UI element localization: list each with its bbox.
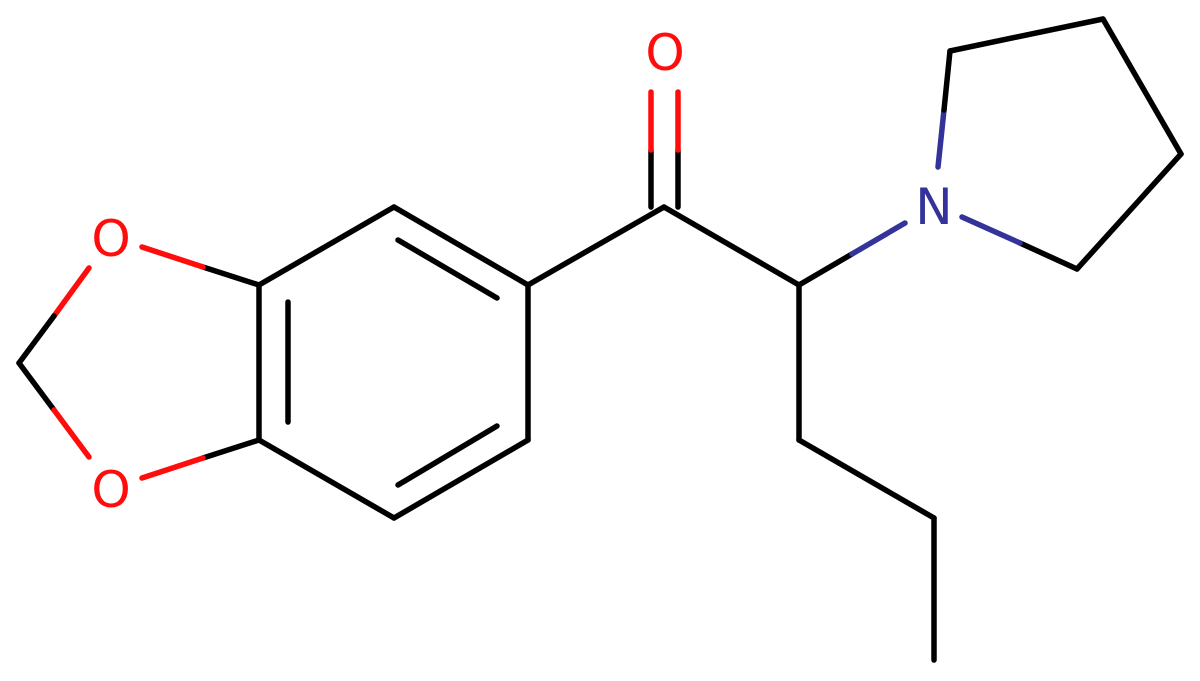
bond <box>16 313 57 366</box>
bond <box>200 264 262 288</box>
bond <box>200 437 262 461</box>
dioxole-ring <box>16 244 262 481</box>
bond <box>959 214 1023 246</box>
bond <box>391 204 531 288</box>
aromatic-inner-bond <box>395 423 500 488</box>
oxygen-carbonyl-label: O <box>645 24 684 82</box>
bond <box>796 437 937 521</box>
nitrogen-pyrrolidine-label: N <box>915 178 952 236</box>
aromatic-inner-bond <box>395 237 500 301</box>
benzene-ring <box>256 204 531 521</box>
bond <box>139 455 206 481</box>
bond <box>935 107 947 170</box>
bond <box>51 265 92 319</box>
bond <box>849 220 908 257</box>
bond <box>256 204 397 288</box>
ketone-chain <box>525 89 937 663</box>
bond <box>139 244 206 270</box>
oxygen-dioxole-bottom-label: O <box>91 461 130 519</box>
bond <box>796 251 855 288</box>
bond <box>947 16 1106 54</box>
bond <box>16 360 57 413</box>
bond <box>1017 240 1080 272</box>
pyrrolidine-ring <box>935 16 1184 272</box>
bond <box>525 204 667 288</box>
bond <box>391 437 531 521</box>
bond <box>661 204 802 288</box>
bond <box>1100 16 1184 157</box>
bond <box>941 48 953 113</box>
bond <box>256 437 397 521</box>
bond <box>51 407 92 460</box>
bond <box>1074 151 1184 272</box>
oxygen-dioxole-top-label: O <box>91 210 130 268</box>
